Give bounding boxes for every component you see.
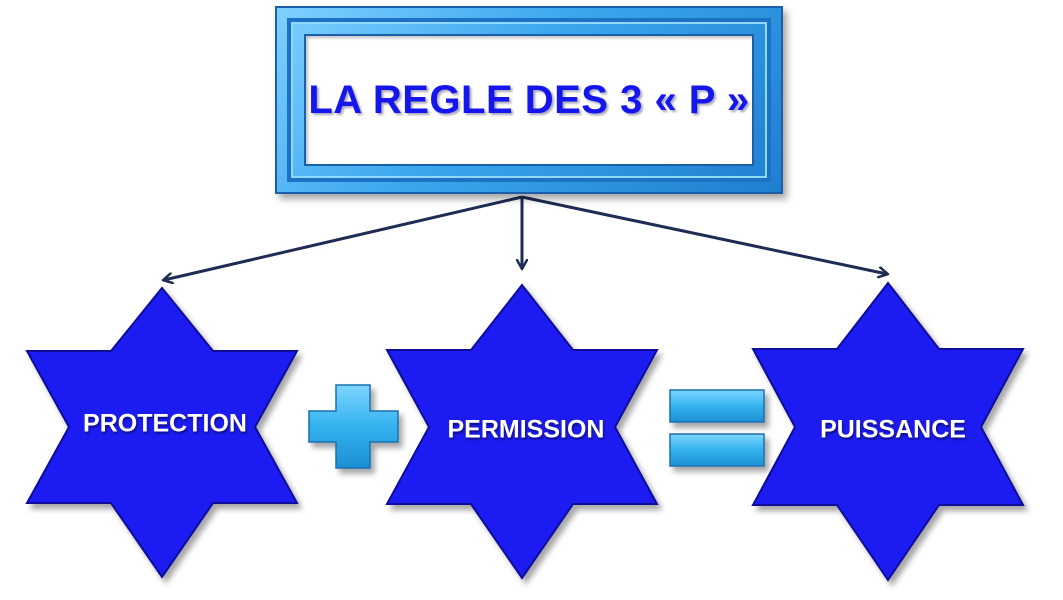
arrow-to-protection xyxy=(164,195,523,280)
star-label-protection: PROTECTION xyxy=(83,409,247,438)
diagram-title: LA REGLE DES 3 « P » xyxy=(308,77,750,122)
title-box: LA REGLE DES 3 « P » xyxy=(275,6,783,194)
star-label-puissance: PUISSANCE xyxy=(820,415,966,444)
title-box-ring xyxy=(287,18,771,182)
star-puissance xyxy=(751,281,1025,582)
title-box-inner: LA REGLE DES 3 « P » xyxy=(304,34,754,166)
star-label-permission: PERMISSION xyxy=(447,415,605,444)
equals-sign-icon xyxy=(669,389,765,467)
arrow-to-puissance xyxy=(521,195,887,274)
connector-arrows xyxy=(164,195,887,280)
plus-sign-icon xyxy=(308,384,399,469)
star-permission xyxy=(385,283,659,580)
star-protection xyxy=(25,286,299,579)
